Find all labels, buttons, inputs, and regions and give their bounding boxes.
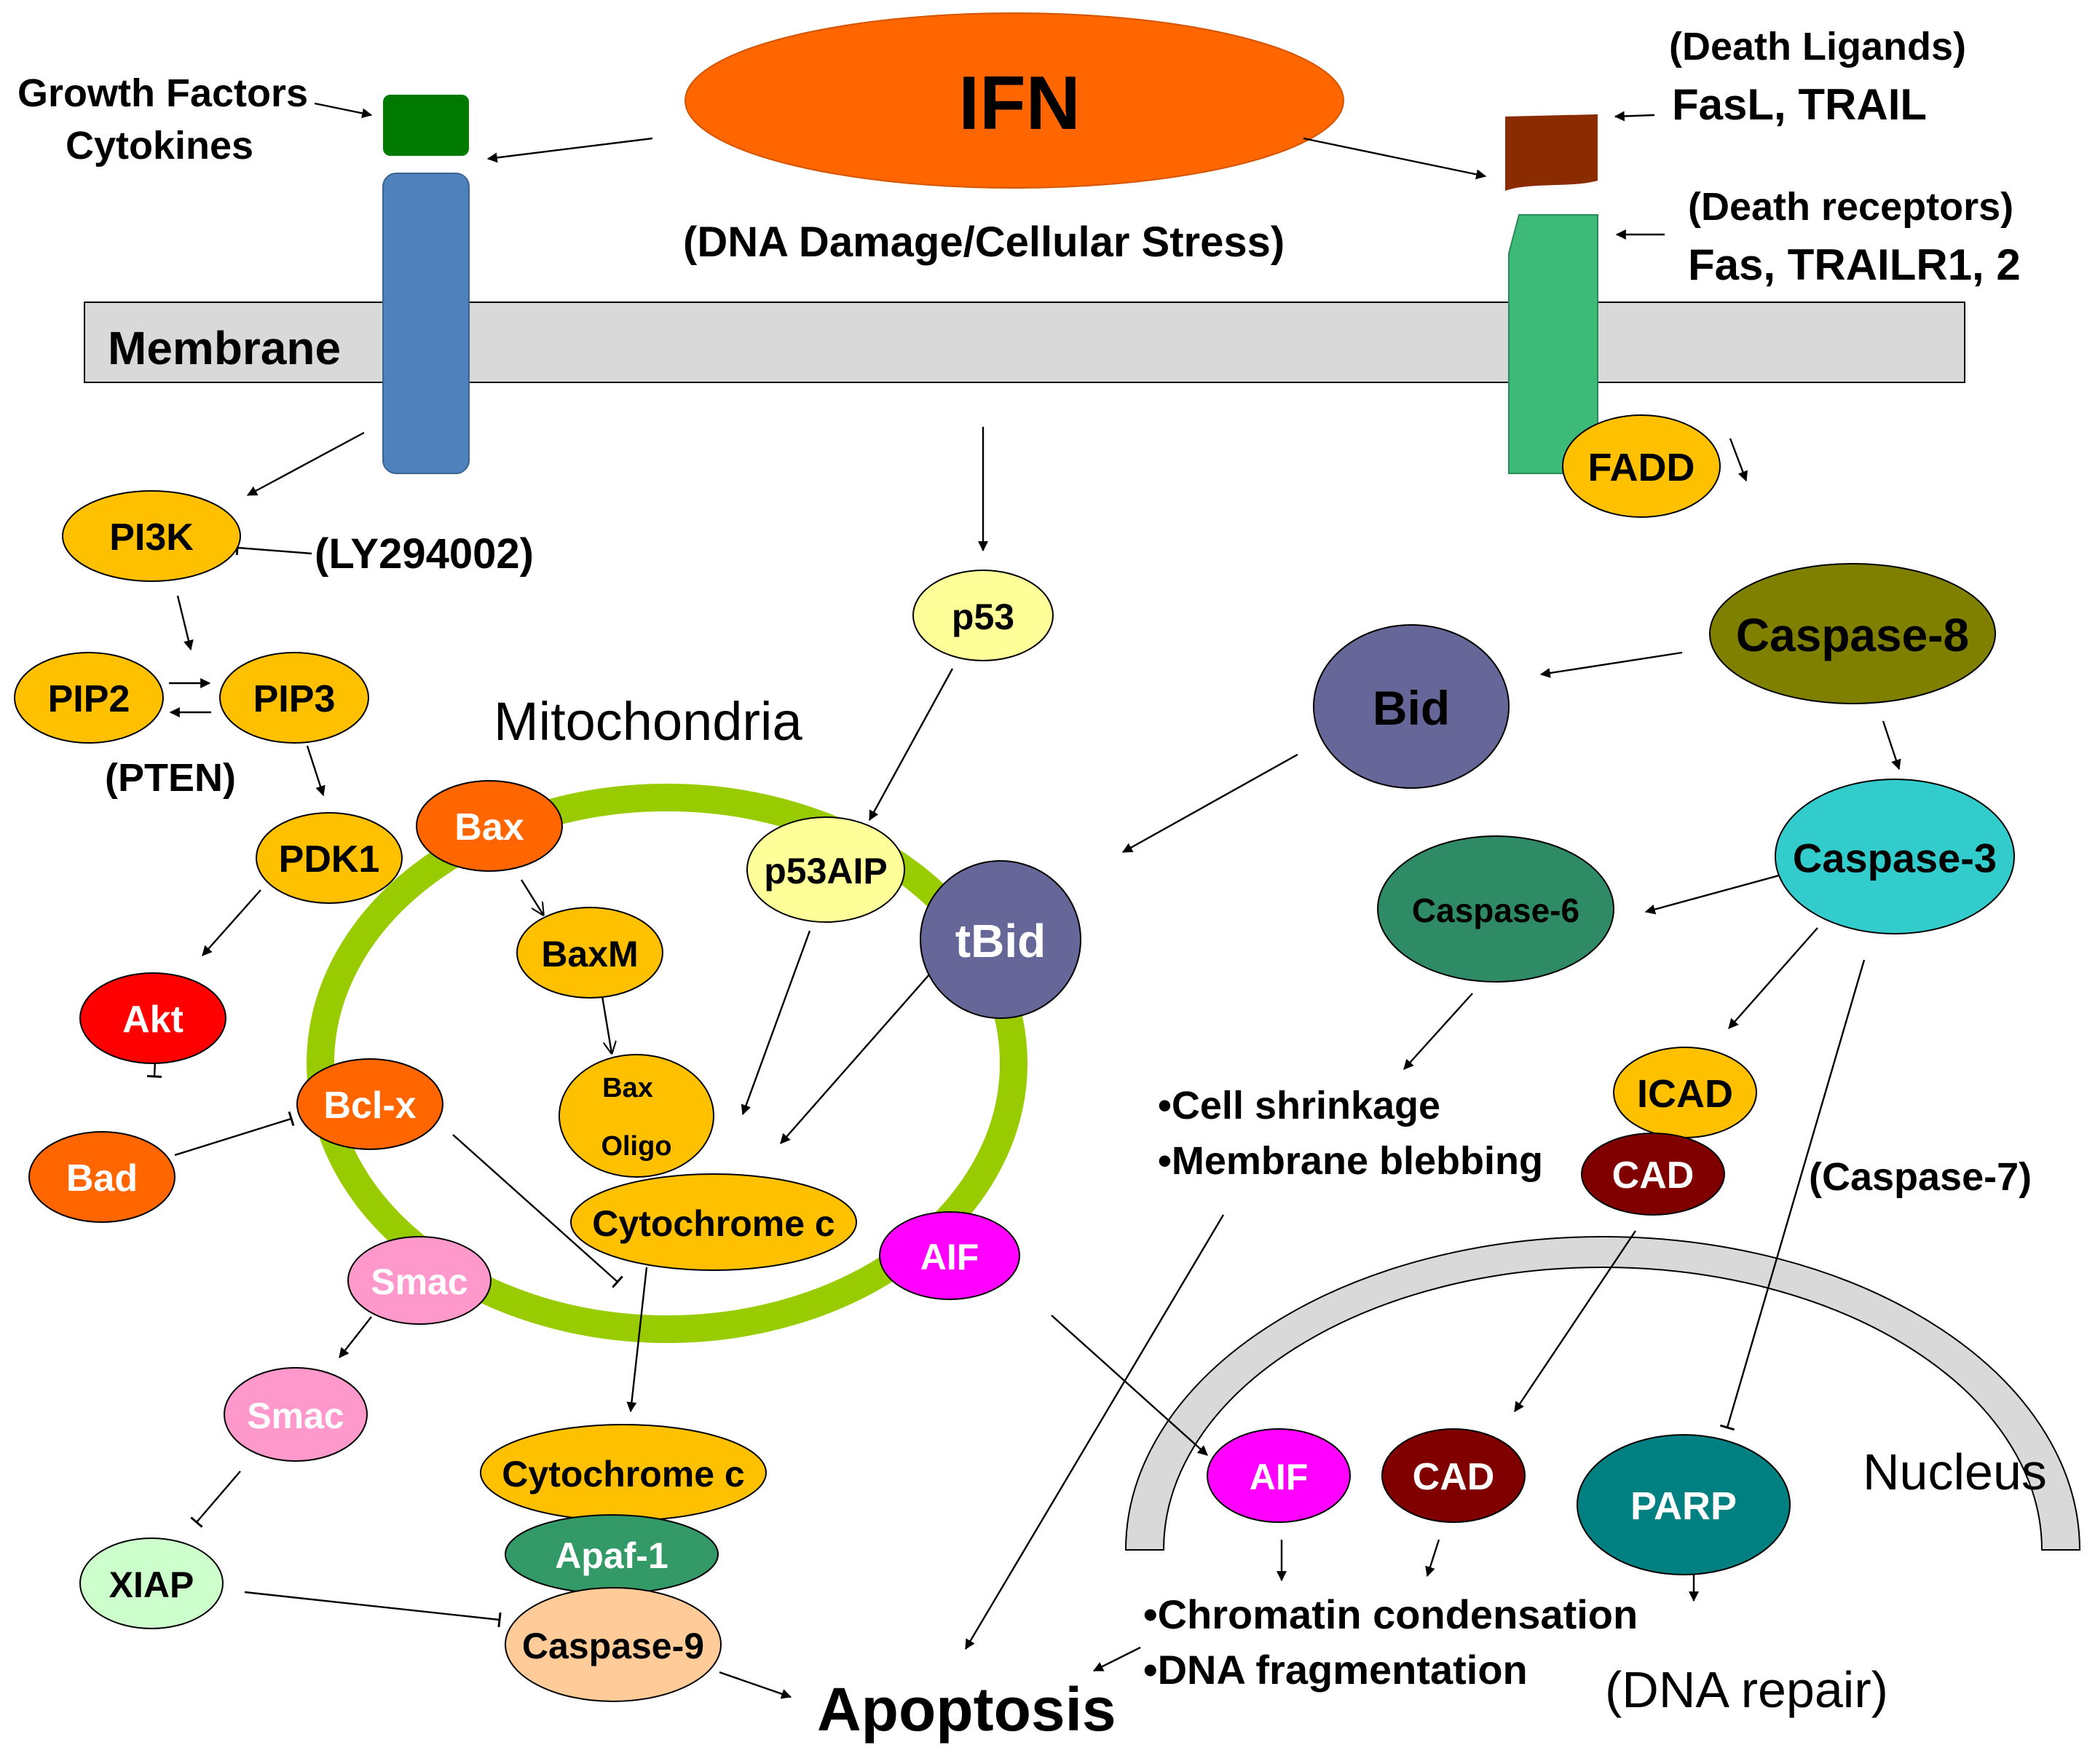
node-fadd: FADD [1562, 414, 1721, 518]
pten-label: (PTEN) [105, 756, 236, 800]
smac-mito-label: Smac [371, 1261, 467, 1302]
node-caspase3: Caspase-3 [1775, 779, 2015, 934]
icad-label: ICAD [1637, 1072, 1733, 1116]
pip3-label: PIP3 [253, 678, 336, 720]
node-cytochrome-c: Cytochrome c [480, 1424, 767, 1521]
ifn-label: IFN [958, 61, 1081, 146]
node-smac-mito: Smac [347, 1236, 492, 1325]
ifn-node [685, 12, 1344, 189]
node-caspase8: Caspase-8 [1709, 563, 1996, 704]
caspase9-label: Caspase-9 [522, 1626, 704, 1666]
node-pi3k: PI3K [62, 490, 241, 582]
mitochondria-ring [307, 784, 1027, 1343]
node-xiap: XIAP [79, 1537, 224, 1629]
bid-label: Bid [1373, 681, 1450, 735]
bax-label: Bax [454, 806, 524, 848]
bclx-label: Bcl-x [323, 1084, 416, 1127]
node-pdk1: PDK1 [256, 812, 403, 904]
node-cad: CAD [1581, 1133, 1725, 1216]
baxm-label: BaxM [541, 934, 638, 974]
caspase7-label: (Caspase-7) [1809, 1155, 2032, 1199]
membrane-blebbing-label: •Membrane blebbing [1158, 1139, 1543, 1183]
aif-mito-label: AIF [920, 1237, 979, 1277]
membrane-bar [84, 302, 1965, 383]
cell-shrinkage-label: •Cell shrinkage [1158, 1084, 1440, 1127]
dna-damage-label: (DNA Damage/Cellular Stress) [683, 218, 1285, 266]
death-ligands-title: (Death Ligands) [1669, 25, 1966, 68]
dna-fragmentation-label: •DNA fragmentation [1143, 1647, 1528, 1693]
bax-oligo-label-2: Oligo [601, 1131, 671, 1162]
membrane-label: Membrane [108, 322, 341, 374]
node-bax: Bax [416, 780, 563, 872]
cytokines-label: Cytokines [66, 124, 253, 168]
node-smac: Smac [224, 1367, 368, 1462]
growth-factor-ligand [383, 95, 469, 156]
node-tbid: tBid [920, 860, 1081, 1019]
node-pip3: PIP3 [219, 652, 369, 744]
nucleus-label: Nucleus [1863, 1444, 2047, 1500]
tbid-label: tBid [955, 915, 1046, 967]
node-bclx: Bcl-x [296, 1058, 443, 1150]
bax-oligo-label-1: Bax [602, 1073, 653, 1103]
node-akt: Akt [79, 972, 226, 1064]
node-aif-nucleus: AIF [1207, 1428, 1351, 1523]
death-receptor-shape [1508, 214, 1598, 474]
node-caspase6: Caspase-6 [1377, 835, 1614, 983]
p53-label: p53 [952, 596, 1014, 637]
cytochrome-c-label: Cytochrome c [502, 1454, 744, 1495]
node-bid: Bid [1313, 624, 1510, 789]
pip2-label: PIP2 [48, 678, 130, 720]
nucleus-envelope [1124, 1236, 2081, 1551]
chromatin-condensation-label: •Chromatin condensation [1143, 1591, 1638, 1637]
parp-label: PARP [1630, 1484, 1737, 1528]
node-cytochrome-c-mito: Cytochrome c [570, 1173, 857, 1271]
dna-repair-label: (DNA repair) [1605, 1661, 1888, 1718]
caspase8-label: Caspase-8 [1736, 609, 1969, 661]
apoptosis-label: Apoptosis [817, 1675, 1116, 1744]
cad-label: CAD [1612, 1154, 1695, 1197]
growth-factor-receptor [382, 173, 470, 474]
node-caspase9: Caspase-9 [505, 1587, 722, 1702]
apaf1-label: Apaf-1 [555, 1535, 668, 1576]
death-ligand-shape [1505, 114, 1598, 191]
node-bax-oligo: Bax Oligo [559, 1054, 714, 1178]
bad-label: Bad [66, 1157, 138, 1200]
smac-label: Smac [247, 1395, 344, 1436]
p53aip-label: p53AIP [764, 851, 888, 891]
node-icad: ICAD [1613, 1047, 1757, 1138]
caspase3-label: Caspase-3 [1793, 835, 1997, 881]
node-bad: Bad [28, 1131, 175, 1223]
xiap-label: XIAP [109, 1564, 194, 1605]
pi3k-label: PI3K [109, 516, 194, 559]
growth-factors-label: Growth Factors [17, 71, 308, 115]
mitochondria-label: Mitochondria [494, 691, 803, 752]
node-parp: PARP [1577, 1434, 1791, 1575]
cad-nucleus-label: CAD [1413, 1456, 1495, 1498]
node-aif-mito: AIF [879, 1211, 1020, 1300]
akt-label: Akt [122, 999, 184, 1041]
node-baxm: BaxM [516, 907, 663, 999]
node-cad-nucleus: CAD [1381, 1428, 1526, 1523]
death-receptors-list: Fas, TRAILR1, 2 [1688, 240, 2021, 289]
node-apaf1: Apaf-1 [505, 1514, 719, 1594]
death-ligands-list: FasL, TRAIL [1672, 80, 1927, 129]
aif-nucleus-label: AIF [1250, 1457, 1309, 1497]
node-p53aip: p53AIP [746, 816, 905, 923]
death-receptors-title: (Death receptors) [1688, 185, 2013, 229]
node-pip2: PIP2 [14, 652, 164, 744]
fadd-label: FADD [1588, 446, 1695, 489]
caspase6-label: Caspase-6 [1412, 891, 1579, 929]
node-p53: p53 [912, 570, 1054, 661]
cytochrome-c-mito-label: Cytochrome c [592, 1203, 835, 1244]
pdk1-label: PDK1 [279, 838, 380, 881]
ly294002-label: (LY294002) [315, 530, 534, 578]
pathway-connectors [146, 102, 1901, 1699]
